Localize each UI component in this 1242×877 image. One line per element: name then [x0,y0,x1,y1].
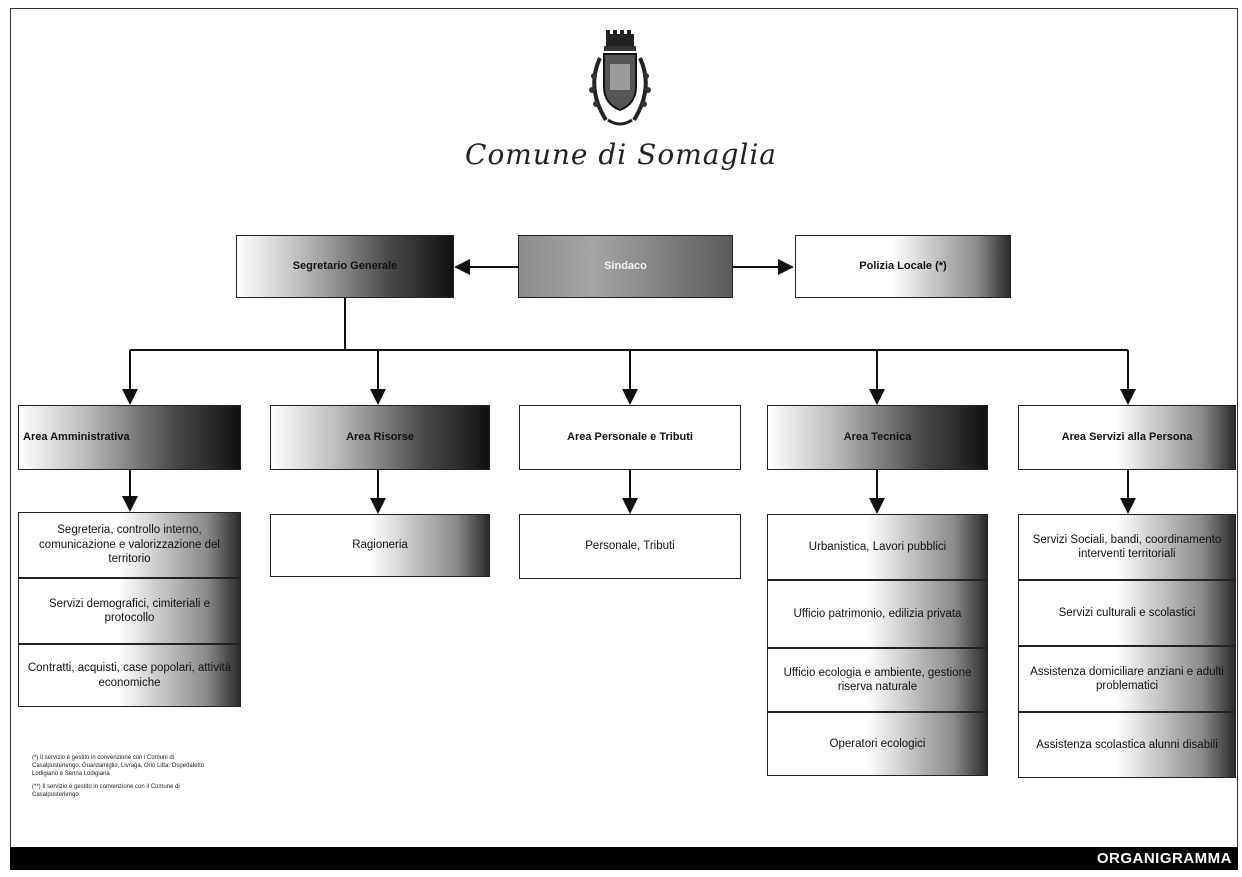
area-servizi-persona-label: Area Servizi alla Persona [1061,430,1193,443]
service-ecologia-label: Ufficio ecologia e ambiente, gestione ri… [783,666,972,693]
polizia-locale-box: Polizia Locale (*) [795,235,1011,298]
area-risorse-box: Area Risorse [270,405,490,470]
service-servizi-sociali-label: Servizi Sociali, bandi, coordinamento in… [1032,533,1222,560]
polizia-locale-label: Polizia Locale (*) [859,259,947,272]
area-amministrativa-label: Area Amministrativa [23,430,130,443]
service-urbanistica-box: Urbanistica, Lavori pubblici [767,514,988,580]
area-personale-tributi-box: Area Personale e Tributi [519,405,741,470]
footnote-2: (**) Il servizio è gestito in convenzion… [32,784,180,799]
service-assistenza-scolastica-box: Assistenza scolastica alunni disabili [1018,712,1236,778]
segretario-generale-label: Segretario Generale [292,259,398,272]
service-contratti-box: Contratti, acquisti, case popolari, atti… [18,644,241,707]
area-tecnica-label: Area Tecnica [843,430,912,443]
footer-label: ORGANIGRAMMA [1096,850,1232,867]
service-patrimonio-label: Ufficio patrimonio, edilizia privata [793,607,962,620]
service-operatori-ecologici-label: Operatori ecologici [829,737,926,750]
town-name: Comune di Somaglia [465,138,777,171]
service-servizi-sociali-box: Servizi Sociali, bandi, coordinamento in… [1018,514,1236,580]
area-amministrativa-box: Area Amministrativa [18,405,241,470]
sindaco-box: Sindaco [518,235,733,298]
coat-of-arms-icon [589,30,651,126]
sindaco-label: Sindaco [604,259,647,272]
footnote-1: (*) Il servizio è gestito in convenzione… [32,755,205,777]
service-assistenza-domiciliare-label: Assistenza domiciliare anziani e adulti … [1030,665,1224,692]
area-personale-tributi-label: Area Personale e Tributi [567,430,693,443]
service-culturali-scolastici-box: Servizi culturali e scolastici [1018,580,1236,646]
service-ragioneria-label: Ragioneria [352,539,408,552]
service-demografici-box: Servizi demografici, cimiteriali e proto… [18,578,241,644]
area-tecnica-box: Area Tecnica [767,405,988,470]
area-risorse-label: Area Risorse [346,430,414,443]
segretario-generale-box: Segretario Generale [236,235,454,298]
area-servizi-persona-box: Area Servizi alla Persona [1018,405,1236,470]
service-ragioneria-box: Ragioneria [270,514,490,577]
service-assistenza-domiciliare-box: Assistenza domiciliare anziani e adulti … [1018,646,1236,712]
service-assistenza-scolastica-label: Assistenza scolastica alunni disabili [1036,738,1218,751]
service-personale-tributi-box: Personale, Tributi [519,514,741,579]
service-ecologia-box: Ufficio ecologia e ambiente, gestione ri… [767,648,988,712]
service-personale-tributi-label: Personale, Tributi [585,540,675,553]
service-segreteria-box: Segreteria, controllo interno, comunicaz… [18,512,241,578]
service-operatori-ecologici-box: Operatori ecologici [767,712,988,776]
service-urbanistica-label: Urbanistica, Lavori pubblici [808,540,947,553]
footer-bar: ORGANIGRAMMA [10,847,1238,870]
service-culturali-scolastici-label: Servizi culturali e scolastici [1058,606,1196,619]
footnotes: (*) Il servizio è gestito in convenzione… [32,755,212,806]
service-demografici-label: Servizi demografici, cimiteriali e proto… [48,597,211,624]
service-patrimonio-box: Ufficio patrimonio, edilizia privata [767,580,988,648]
service-contratti-label: Contratti, acquisti, case popolari, atti… [27,662,232,689]
service-segreteria-label: Segreteria, controllo interno, comunicaz… [39,524,220,566]
